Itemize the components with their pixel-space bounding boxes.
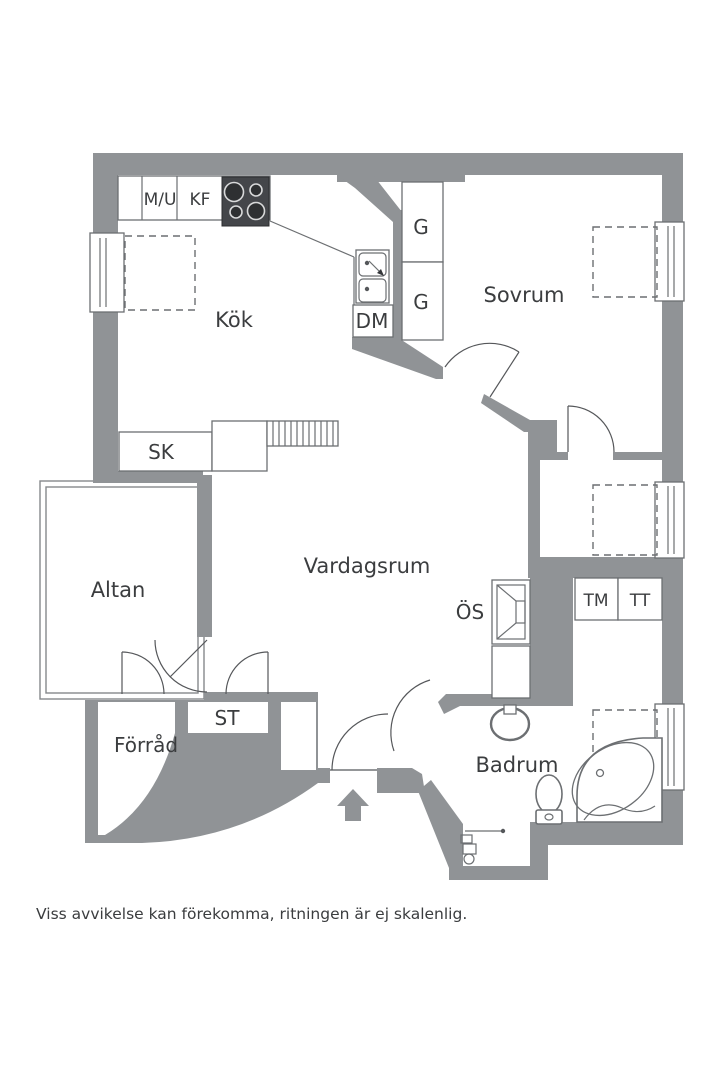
window-bedroom [654,221,685,302]
room-label-terrace: Altan [91,578,146,602]
fixture-label-st: ST [215,706,241,730]
storage-door-arc [121,651,165,695]
dishwasher [352,304,394,338]
small-room-dashed [592,484,658,556]
toilet-icon [535,774,563,825]
bathroom-door-arc [390,679,431,752]
fixture-label-fireplace: ÖS [456,600,484,624]
room-label-living: Vardagsrum [304,554,431,578]
room-label-storage: Förråd [114,733,178,757]
fixture-label-washer: TM [582,591,608,611]
floor-drain-icon [460,828,506,865]
door-arcs [121,342,615,771]
st-door-arc [225,651,269,695]
bathtub-icon [571,737,663,823]
balcony-door-arc [154,639,208,693]
entrance-arrow-icon [337,789,369,821]
laundry-machines [574,577,663,621]
fixture-label-dm: DM [356,309,389,333]
sink-icon [355,249,390,304]
bedroom-door-arc [444,342,520,368]
walls [85,153,683,880]
fixture-label-dryer: TT [629,591,651,611]
fixture-label-sk: SK [148,440,175,464]
room-label-kitchen: Kök [215,308,254,332]
fixture-label-kf: KF [190,190,211,210]
sk-closet [118,420,339,472]
room-label-bedroom: Sovrum [483,283,564,307]
fixture-label-wardrobe-b: G [413,290,429,314]
disclaimer-text: Viss avvikelse kan förekomma, ritningen … [36,905,467,923]
fireplace-icon [491,579,531,699]
wardrobe-cabinets [401,181,444,341]
fixture-label-mu: M/U [144,190,177,210]
window-small-room [654,481,685,559]
bed-dashed [592,226,658,298]
kitchen-table-dashed [124,235,196,311]
fixture-label-wardrobe-a: G [413,215,429,239]
window-kitchen-left [89,232,125,313]
room-label-bathroom: Badrum [475,753,558,777]
stove-icon [221,176,270,227]
small-room-door-arc [567,405,615,453]
entrance-door-arc [331,713,389,771]
washbasin-icon [489,704,531,742]
